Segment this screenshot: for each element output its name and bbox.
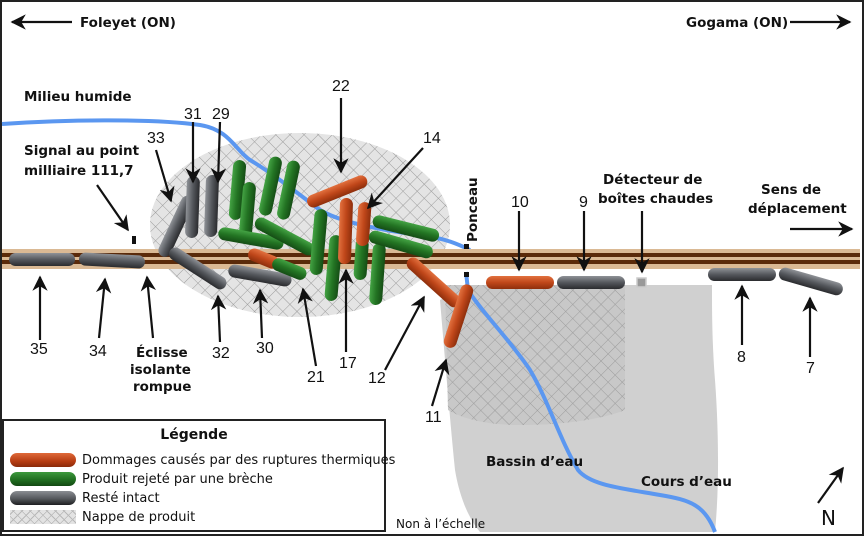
arrow-14 [366, 147, 424, 210]
car-number: 34 [89, 343, 107, 360]
car-number: 35 [30, 341, 48, 358]
label-pond: Bassin d’eau [486, 454, 583, 470]
label-wetland: Milieu humide [24, 89, 132, 105]
label-north: N [821, 506, 836, 530]
car-number: 22 [332, 78, 350, 95]
car-number: 30 [256, 340, 274, 357]
car-21 [248, 248, 307, 280]
car-14 [353, 202, 372, 280]
culvert-mark-north [464, 244, 469, 249]
arrow-29 [210, 121, 227, 184]
car-green [259, 156, 282, 216]
hotbox-detector-icon [636, 277, 647, 288]
legend-title: Légende [160, 427, 228, 443]
car-green [369, 243, 386, 305]
legend: Légende Dommages causés par des ruptures… [2, 419, 395, 532]
car-green [218, 227, 284, 250]
legend-label: Dommages causés par des ruptures thermiq… [82, 452, 396, 468]
car-29 [204, 175, 219, 238]
car-7 [778, 267, 843, 296]
legend-item-breach: Produit rejeté par une brèche [10, 470, 273, 488]
label-east: Gogama (ON) [686, 15, 788, 31]
label-stream: Cours d’eau [641, 474, 732, 490]
arrow-33 [154, 149, 175, 203]
car-number: 8 [737, 349, 746, 366]
car-17 [338, 198, 353, 265]
arrow-21 [297, 287, 318, 367]
car-number: 11 [425, 409, 442, 426]
breach-swatch-icon [10, 472, 76, 486]
car-number: 17 [339, 355, 357, 372]
car-green [324, 235, 343, 301]
car-9 [557, 276, 625, 289]
arrow-32 [210, 294, 227, 343]
arrow-12 [384, 295, 425, 371]
arrow-signal [96, 184, 129, 232]
culvert-mark-south [464, 272, 469, 277]
label-joint-2: isolante [130, 362, 191, 378]
car-12 [406, 257, 461, 308]
car-green [372, 215, 440, 242]
arrow-11 [430, 358, 450, 407]
label-joint-1: Éclisse [136, 344, 188, 361]
car-number: 33 [147, 130, 165, 147]
car-10 [486, 276, 554, 289]
label-travel-line1: Sens de [761, 182, 821, 198]
rail-south [2, 260, 860, 264]
label-west: Foleyet (ON) [80, 15, 176, 31]
car-number: 12 [368, 370, 386, 387]
car-number: 10 [511, 194, 529, 211]
legend-item-thermal: Dommages causés par des ruptures thermiq… [10, 451, 395, 469]
label-detector-1: Détecteur de [603, 172, 702, 188]
car-11 [443, 284, 474, 348]
label-scale: Non à l’échelle [396, 517, 485, 531]
car-green [277, 160, 300, 220]
stream-south [464, 271, 717, 533]
car-32 [169, 247, 227, 290]
arrow-34 [95, 277, 112, 339]
car-30 [228, 264, 292, 287]
car-number: 31 [184, 106, 202, 123]
signal-icon [132, 236, 136, 244]
north-arrow-icon [817, 466, 844, 504]
car-number: 14 [423, 130, 441, 147]
spill-swatch-icon [10, 510, 76, 524]
car-number: 21 [307, 369, 325, 386]
car-green [368, 230, 433, 259]
label-culvert: Ponceau [465, 177, 481, 242]
car-33 [158, 195, 194, 257]
legend-item-intact: Resté intact [10, 489, 160, 507]
car-green [239, 182, 256, 238]
legend-label: Produit rejeté par une brèche [82, 471, 273, 487]
thermal-swatch-icon [10, 453, 76, 467]
car-8 [708, 268, 776, 281]
car-22 [307, 175, 368, 208]
car-number: 9 [579, 194, 588, 211]
car-34 [79, 252, 145, 269]
label-signal-2: milliaire 111,7 [24, 163, 134, 179]
legend-label: Nappe de produit [82, 509, 196, 525]
label-joint-3: rompue [133, 379, 191, 395]
car-green [254, 217, 315, 256]
label-travel-line2: déplacement [748, 201, 847, 217]
car-number: 32 [212, 345, 230, 362]
legend-item-spill: Nappe de produit [10, 508, 195, 526]
legend-label: Resté intact [82, 490, 160, 506]
intact-swatch-icon [10, 491, 76, 505]
arrow-30 [252, 288, 269, 339]
car-number: 29 [212, 106, 230, 123]
car-31 [185, 176, 200, 239]
arrow-joint [140, 275, 157, 339]
car-green [309, 209, 328, 275]
label-travel: Sens de déplacement [748, 182, 847, 217]
car-number: 7 [806, 360, 815, 377]
label-detector-2: boîtes chaudes [598, 191, 713, 207]
label-signal-1: Signal au point [24, 143, 140, 159]
car-35 [9, 253, 75, 266]
